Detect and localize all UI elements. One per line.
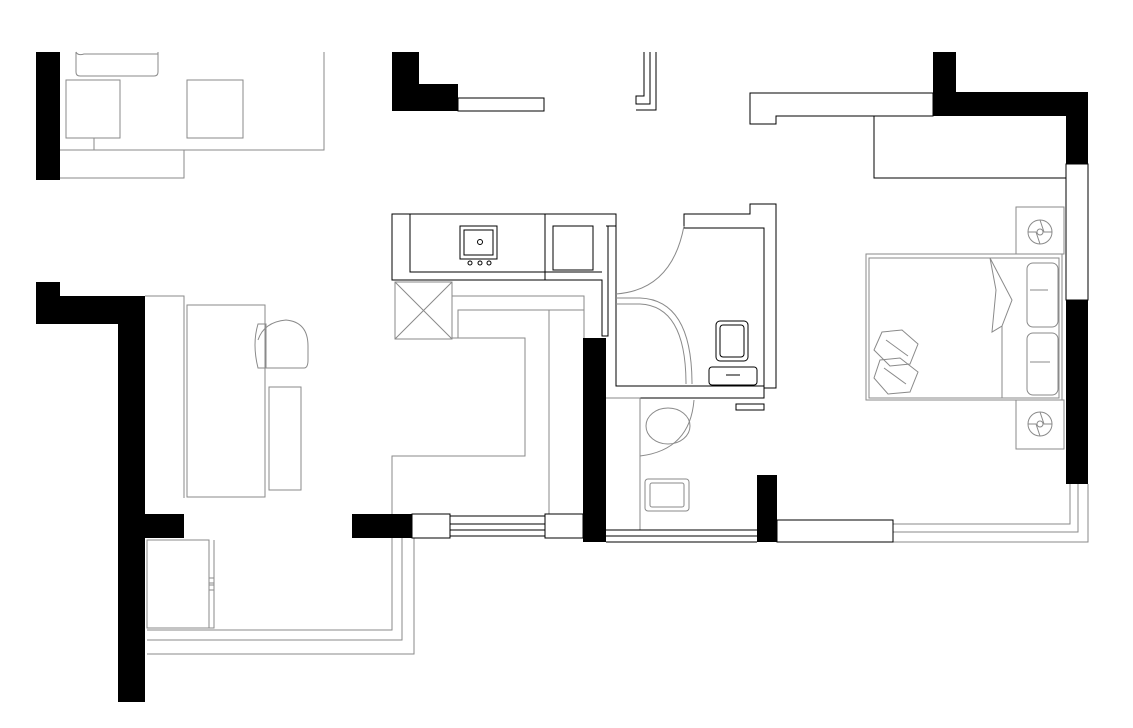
- sink-tap-right: [486, 260, 492, 266]
- bedroom-side-window: [1065, 163, 1089, 301]
- cabinet: [146, 539, 210, 629]
- bedroom-top-wall: [933, 52, 1088, 164]
- cabinet-handle-2: [208, 584, 215, 591]
- fan-hub-top: [1036, 228, 1044, 236]
- balcony-door-frame: [411, 513, 451, 539]
- top-door-jamb: [635, 52, 651, 105]
- bathroom: [606, 203, 777, 543]
- wardrobe-outline: [873, 116, 1066, 179]
- upper-left-counter-outline: [60, 52, 325, 151]
- dining-bench: [268, 386, 302, 491]
- kitchen: [391, 213, 617, 514]
- door-stop: [735, 403, 765, 411]
- living-bottom-wall: [352, 514, 412, 538]
- wc-door-arc: [639, 399, 695, 457]
- living-left-wall: [36, 282, 184, 702]
- upper-left-chair-a: [65, 79, 121, 139]
- chair-icon: [257, 319, 309, 369]
- dining-table: [186, 304, 266, 498]
- sink-drain: [477, 239, 483, 245]
- shower-curve: [616, 297, 693, 385]
- bathroom-left-wall: [583, 338, 606, 542]
- cushion-b: [873, 357, 919, 395]
- bedroom-balcony-rail-2: [893, 484, 1079, 533]
- bedroom-top-window: [749, 92, 934, 125]
- living-balcony-rail-2: [147, 538, 403, 641]
- bed-sheet-fold: [989, 257, 1013, 333]
- kitchen-island: [391, 337, 526, 514]
- bathroom-top-wall: [683, 203, 777, 389]
- sink-tap-left: [467, 260, 473, 266]
- wc-partition: [606, 397, 641, 531]
- top-door-jamb-outer: [636, 52, 657, 111]
- stove-cross: [394, 281, 453, 340]
- bathroom-inner-wall: [606, 225, 765, 399]
- kitchen-counter-outline: [391, 213, 617, 337]
- fan-blades-bottom: [1028, 411, 1052, 437]
- upper-left-table-top: [75, 51, 158, 56]
- nightstand-top: [1015, 206, 1065, 255]
- chair-back: [254, 323, 267, 369]
- toilet-tank: [708, 366, 758, 386]
- top-middle-walls: [392, 52, 657, 112]
- upper-left-furniture: [36, 51, 325, 180]
- toilet-seat: [719, 324, 745, 358]
- upper-left-wall: [36, 52, 60, 180]
- kitchen-worktop: [452, 295, 585, 338]
- bedroom-right-wall: [1066, 300, 1088, 484]
- nightstand-bottom: [1015, 399, 1065, 450]
- balcony-door-glass: [450, 515, 545, 537]
- living-room: [36, 282, 415, 702]
- bedroom-balcony-rail-1: [893, 484, 1071, 525]
- pillow-bottom: [1026, 332, 1059, 396]
- living-balcony-rail-3: [147, 538, 415, 655]
- sink-tap-mid: [477, 260, 483, 266]
- living-balcony-rail-1: [147, 538, 393, 631]
- bedroom-balcony-rail-3: [893, 484, 1089, 543]
- fridge: [552, 225, 594, 271]
- cabinet-door: [208, 540, 215, 629]
- balcony-door-frame-right: [544, 513, 584, 539]
- bedroom: [757, 206, 1065, 543]
- fan-hub-bottom: [1036, 420, 1044, 428]
- cushion-a: [873, 329, 919, 367]
- cushion-seams: [883, 339, 909, 385]
- upper-left-table-edge: [75, 52, 159, 77]
- center-walls: [352, 338, 606, 542]
- bathroom-window: [606, 529, 757, 543]
- bedroom-bottom-wall: [757, 475, 777, 542]
- top-window-sill: [457, 97, 545, 112]
- pillow-seams: [1030, 289, 1050, 363]
- kitchen-counter-front: [409, 214, 602, 273]
- bidet-basin: [649, 482, 685, 508]
- living-dining-edge: [145, 295, 185, 498]
- shower-curve-inner: [616, 303, 687, 385]
- bedroom-walls: [749, 52, 1089, 543]
- fan-blades-top: [1028, 219, 1052, 245]
- pillow-top: [1026, 262, 1059, 328]
- sink-basin: [463, 229, 494, 256]
- bedroom-bottom-window: [776, 519, 894, 543]
- washbasin: [645, 407, 691, 445]
- shower-door-arc: [615, 225, 685, 295]
- top-corner-wall: [392, 52, 458, 111]
- upper-left-chair-b: [186, 79, 244, 139]
- cabinet-handle-1: [208, 577, 215, 584]
- upper-left-ledge: [60, 150, 185, 179]
